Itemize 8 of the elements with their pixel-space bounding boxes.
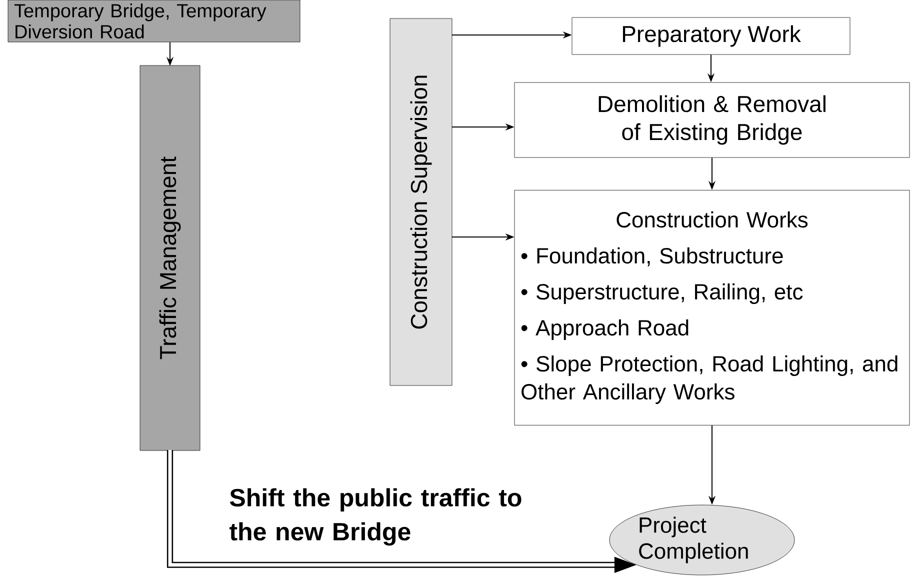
process-box: Demolition & Removal of Existing Bridge (514, 82, 910, 158)
vertical-box: Construction Supervision (390, 18, 452, 386)
process-box: Temporary Bridge, Temporary Diversion Road (8, 0, 300, 42)
ellipse-node: Project Completion (609, 504, 795, 576)
process-box: Construction Works • Foundation, Substructure • Superstructure, Railing, etc • Approach Road • Slope Protection, Road Lighting, and Other Ancillary Works (514, 190, 910, 426)
edge-label: Shift the public traffic to the new Bridge (230, 488, 522, 546)
vertical-box: Traffic Management (140, 65, 200, 451)
process-box: Preparatory Work (572, 17, 850, 55)
